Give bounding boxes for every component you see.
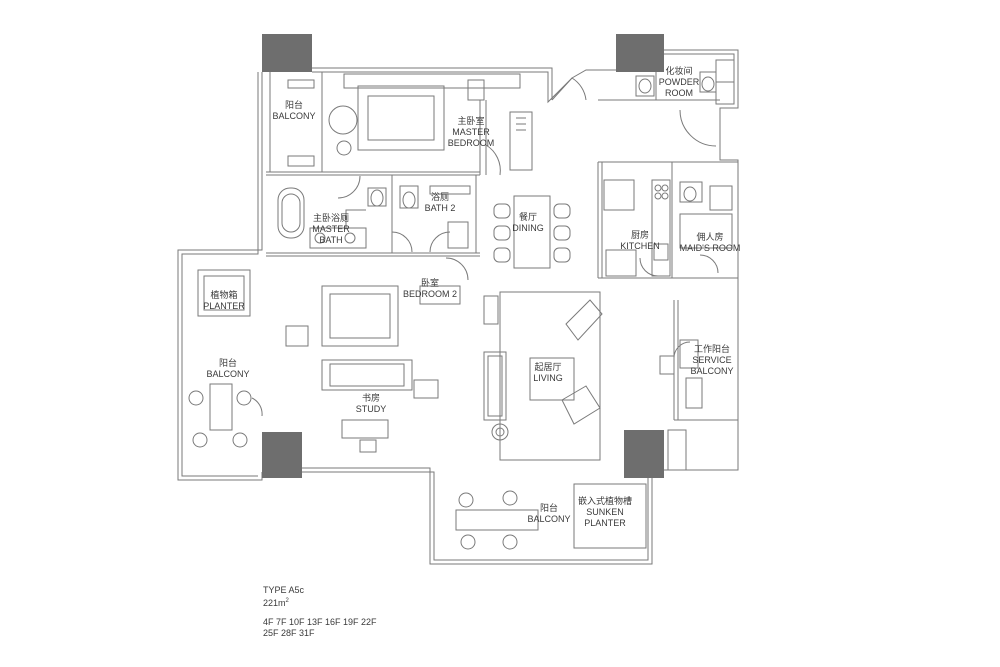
columns: [262, 34, 664, 478]
column: [616, 34, 664, 72]
unit-floors-line2: 25F 28F 31F: [263, 628, 315, 638]
column: [624, 430, 664, 478]
interior-walls: [266, 70, 738, 421]
unit-floors-line1: 4F 7F 10F 13F 16F 19F 22F: [263, 617, 377, 627]
column: [262, 432, 302, 478]
column: [262, 34, 312, 72]
dining-furniture: [493, 195, 571, 269]
kitchen-fixtures: [603, 179, 671, 277]
powder-room-fixtures: [635, 59, 735, 105]
unit-area: 221m2: [263, 598, 289, 608]
maids-room-fixtures: [679, 181, 733, 249]
living-furniture: [483, 291, 603, 461]
unit-info: TYPE A5c 221m2 4F 7F 10F 13F 16F 19F 22F…: [263, 585, 377, 639]
service-balcony-fixtures: [659, 339, 703, 471]
bath2-fixtures: [399, 185, 471, 249]
exterior-walls: [177, 49, 739, 565]
master-bath-fixtures: [277, 187, 387, 249]
master-bedroom-furniture: [287, 73, 533, 171]
bottom-balcony-furniture: [455, 483, 647, 550]
unit-type: TYPE A5c: [263, 585, 305, 595]
bedroom2-furniture: [285, 285, 461, 453]
left-balcony-furniture: [188, 269, 252, 448]
